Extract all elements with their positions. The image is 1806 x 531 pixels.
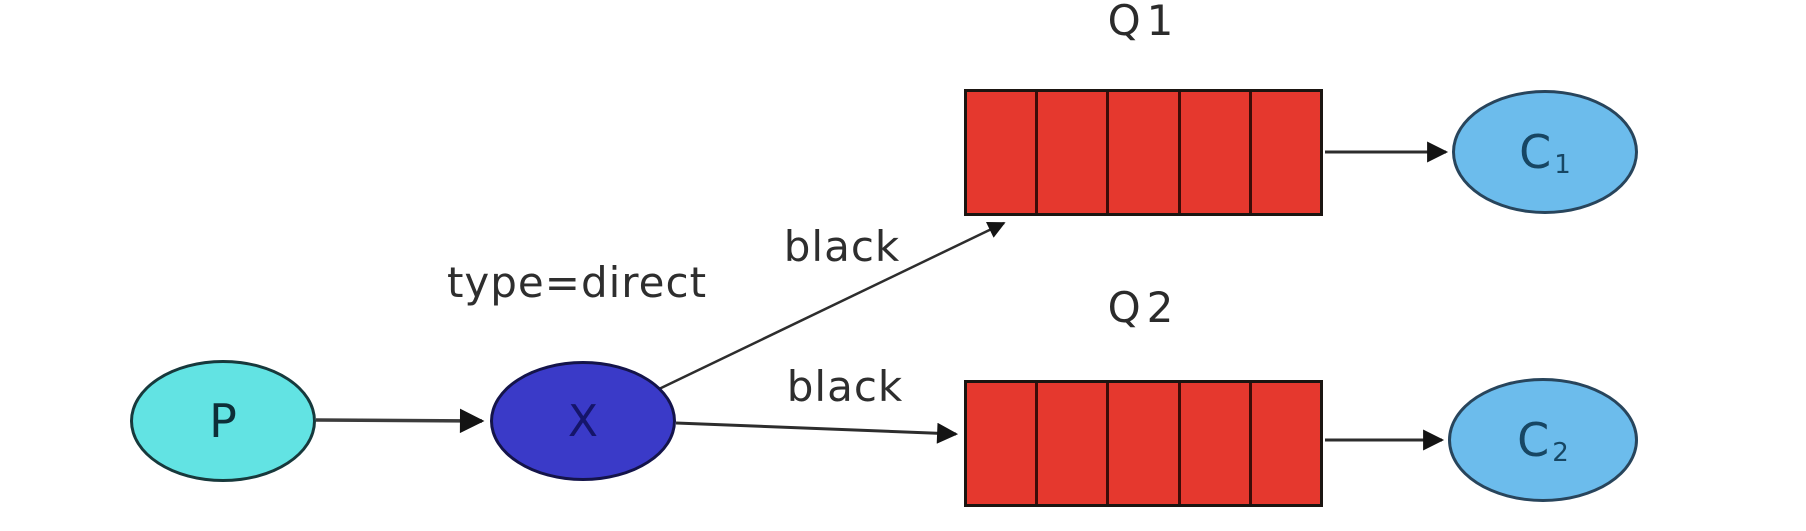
producer-label: P	[209, 394, 237, 448]
queue-slot	[1109, 383, 1181, 504]
arrow-exchange-to-q2	[675, 421, 959, 444]
queue-q2-label: Q2	[1107, 283, 1180, 332]
arrow-producer-to-exchange	[315, 408, 485, 434]
queue-slot	[1181, 92, 1252, 213]
consumer-c1-node: C 1	[1452, 90, 1638, 214]
consumer-c1-label: C	[1519, 125, 1552, 179]
exchange-type-label: type=direct	[446, 258, 708, 307]
exchange-label: X	[567, 395, 599, 447]
binding-label-q2: black	[786, 362, 904, 411]
consumer-c2-node: C 2	[1448, 378, 1638, 502]
binding-label-q1: black	[783, 222, 901, 271]
exchange-node: X	[490, 361, 676, 481]
queue-slot	[967, 383, 1039, 504]
consumer-c2-label: C	[1517, 413, 1550, 467]
queue-slot	[1109, 92, 1181, 213]
consumer-c2-subscript: 2	[1552, 438, 1569, 468]
queue-slot	[967, 92, 1039, 213]
producer-node: P	[130, 360, 316, 482]
queue-slot	[1252, 383, 1320, 504]
queue-q1-label: Q1	[1107, 0, 1180, 45]
queue-slot	[1181, 383, 1252, 504]
queue-q1	[964, 89, 1323, 216]
queue-slot	[1252, 92, 1320, 213]
queue-slot	[1038, 92, 1110, 213]
queue-slot	[1038, 383, 1110, 504]
consumer-c1-subscript: 1	[1554, 150, 1571, 180]
queue-q2	[964, 380, 1323, 507]
arrow-exchange-to-q1	[658, 221, 1006, 391]
